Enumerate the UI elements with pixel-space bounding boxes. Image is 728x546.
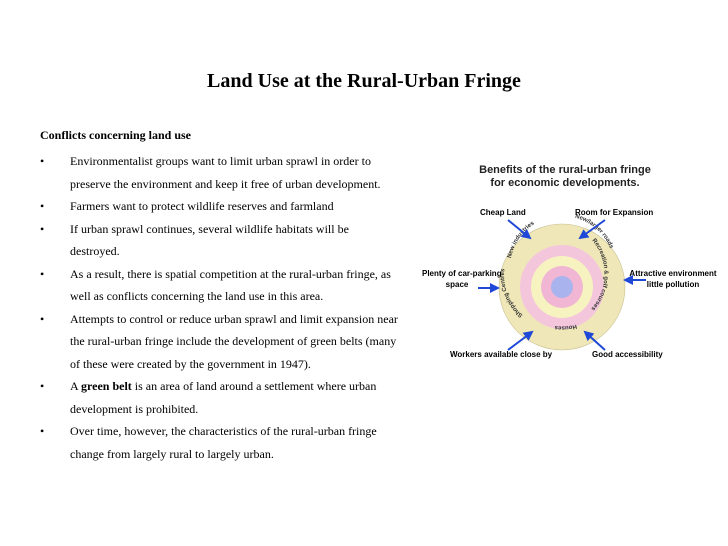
bullet-item: • Farmers want to protect wildlife reserv… [38,195,398,218]
label-room-expansion: Room for Expansion [575,208,654,217]
bullet-item: • Over time, however, the characteristics… [38,420,398,465]
bullet-dot: • [40,154,45,168]
diagram-title: Benefits of the rural-urban fringe for e… [420,164,710,190]
arrow-cheap-land [507,219,532,240]
label-workers: Workers available close by [450,350,553,359]
bullet-dot: • [40,424,45,438]
bullet-text-prefix: A [70,379,82,393]
label-car-parking: Plenty of car-parking space [422,268,502,290]
label-cheap-land: Cheap Land [480,208,526,217]
bullet-text: Over time, however, the characteristics … [70,424,377,461]
bullet-dot: • [40,199,45,213]
bullet-item: • Environmentalist groups want to limit u… [38,150,398,195]
label-good-access: Good accessibility [592,350,663,359]
section-subheading: Conflicts concerning land use [40,128,192,142]
rings-svg: New industries New/larger roads Recreati… [478,214,646,351]
label-car-parking-line1: Plenty of car-parking [422,269,502,278]
diagram-title-line2: for economic developments. [490,177,640,189]
arrow-workers [507,330,534,351]
bullet-dot: • [40,311,45,326]
svg-text:Houses: Houses [554,323,578,331]
label-attractive: Attractive environment little pollution [624,268,722,290]
bullet-item: • A green belt is an area of land around … [38,375,398,420]
ring-label-houses: Houses [554,323,578,331]
bullet-text: Attempts to control or reduce urban spra… [70,311,398,371]
benefits-diagram: Benefits of the rural-urban fringe for e… [420,160,725,365]
bullet-item: • Attempts to control or reduce urban spr… [38,308,398,376]
bullet-item: • As a result, there is spatial competiti… [38,263,398,308]
page-title: Land Use at the Rural-Urban Fringe [207,70,521,92]
center-circle [551,276,573,298]
bullet-text: As a result, there is spatial competitio… [70,266,391,304]
bullet-list: • Environmentalist groups want to limit u… [38,150,398,465]
bullet-dot: • [40,221,45,236]
green-belt-term: green belt [81,379,132,393]
bullet-dot: • [40,379,45,393]
bullet-text: If urban sprawl continues, several wildl… [70,221,349,259]
label-attractive-line1: Attractive environment [629,269,717,278]
label-attractive-line2: little pollution [646,280,700,289]
bullet-item: • If urban sprawl continues, several wild… [38,218,398,263]
bullet-text-suffix: is an area of land around a settlement w… [70,379,377,416]
arrow-room-expansion [578,219,606,240]
bullet-text: Farmers want to protect wildlife reserve… [70,199,334,213]
bullet-text: Environmentalist groups want to limit ur… [70,154,381,191]
label-car-parking-line2: space [445,280,469,289]
arrow-good-access [583,330,606,351]
diagram-title-line1: Benefits of the rural-urban fringe [479,164,651,176]
bullet-dot: • [40,266,45,281]
